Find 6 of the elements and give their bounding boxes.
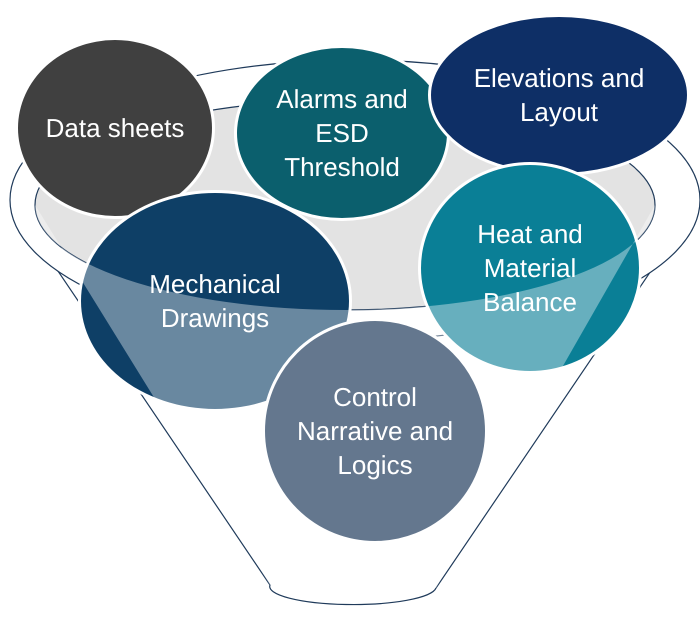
topic-label: Alarms and ESD Threshold [275,83,409,184]
topic-label: Heat and Material Balance [476,218,584,319]
topic-label: Control Narrative and Logics [296,381,454,482]
topic-label: Mechanical Drawings [148,268,282,335]
topic-label: Data sheets [46,112,184,145]
topic-label: Elevations and Layout [472,62,646,129]
